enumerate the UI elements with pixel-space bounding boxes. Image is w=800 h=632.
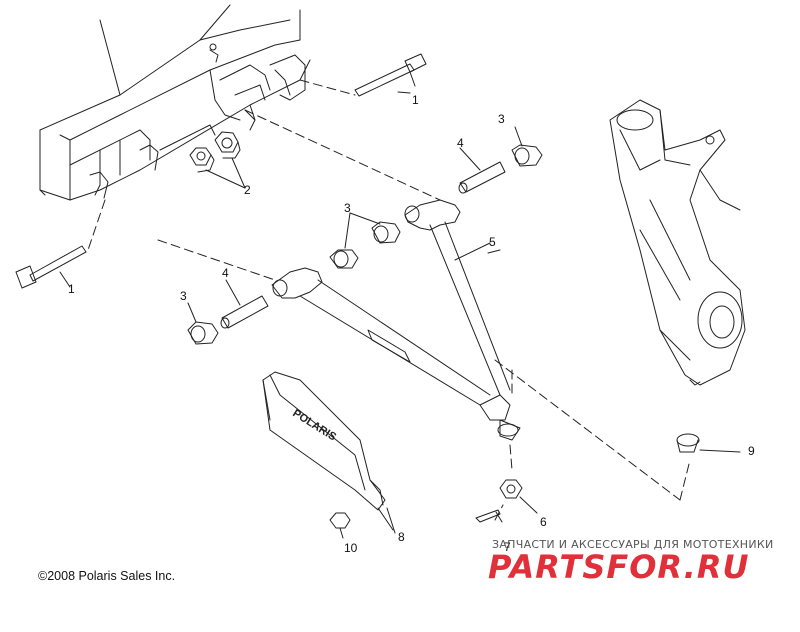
a-arm xyxy=(271,199,521,441)
sleeve-left xyxy=(220,279,269,329)
callout-4-left[interactable]: 4 xyxy=(222,266,229,280)
callout-7[interactable]: 7 xyxy=(504,540,511,554)
bushing-right xyxy=(511,126,543,167)
bolt-10 xyxy=(329,512,351,539)
callout-4-right[interactable]: 4 xyxy=(457,136,464,150)
callout-3-mid[interactable]: 3 xyxy=(344,201,351,215)
bushing-left xyxy=(187,302,219,345)
watermark-logo: PARTSFOR.RU xyxy=(488,548,750,586)
callout-2[interactable]: 2 xyxy=(244,183,251,197)
spindle-knuckle xyxy=(609,99,746,386)
callout-6[interactable]: 6 xyxy=(540,515,547,529)
nut-2a xyxy=(189,147,215,173)
bushing-mid-a xyxy=(371,221,401,244)
frame-section xyxy=(39,4,311,201)
callout-3-right[interactable]: 3 xyxy=(498,112,505,126)
guard-plate: POLARIS xyxy=(262,371,394,531)
callout-1-left[interactable]: 1 xyxy=(68,282,75,296)
callout-9[interactable]: 9 xyxy=(748,444,755,458)
copyright-text: ©2008 Polaris Sales Inc. xyxy=(38,569,176,583)
leader-lines xyxy=(87,79,681,521)
plug-9 xyxy=(676,433,741,501)
bolt-top xyxy=(354,53,427,97)
sleeve-right xyxy=(458,147,506,194)
bushing-mid-b xyxy=(329,249,359,269)
cotter-pin xyxy=(475,509,503,523)
callout-5[interactable]: 5 xyxy=(489,235,496,249)
callout-1-top[interactable]: 1 xyxy=(412,93,419,107)
nut-6 xyxy=(499,479,538,514)
watermark-subtitle: ЗАПЧАСТИ И АКСЕССУАРЫ ДЛЯ МОТОТЕХНИКИ xyxy=(492,538,774,551)
callout-10[interactable]: 10 xyxy=(344,541,358,555)
callout-3-left[interactable]: 3 xyxy=(180,289,187,303)
bolt-left xyxy=(15,245,87,289)
callout-leaders xyxy=(386,242,491,534)
guard-logo: POLARIS xyxy=(290,407,338,443)
nut-2b xyxy=(214,131,241,159)
callout-8[interactable]: 8 xyxy=(398,530,405,544)
